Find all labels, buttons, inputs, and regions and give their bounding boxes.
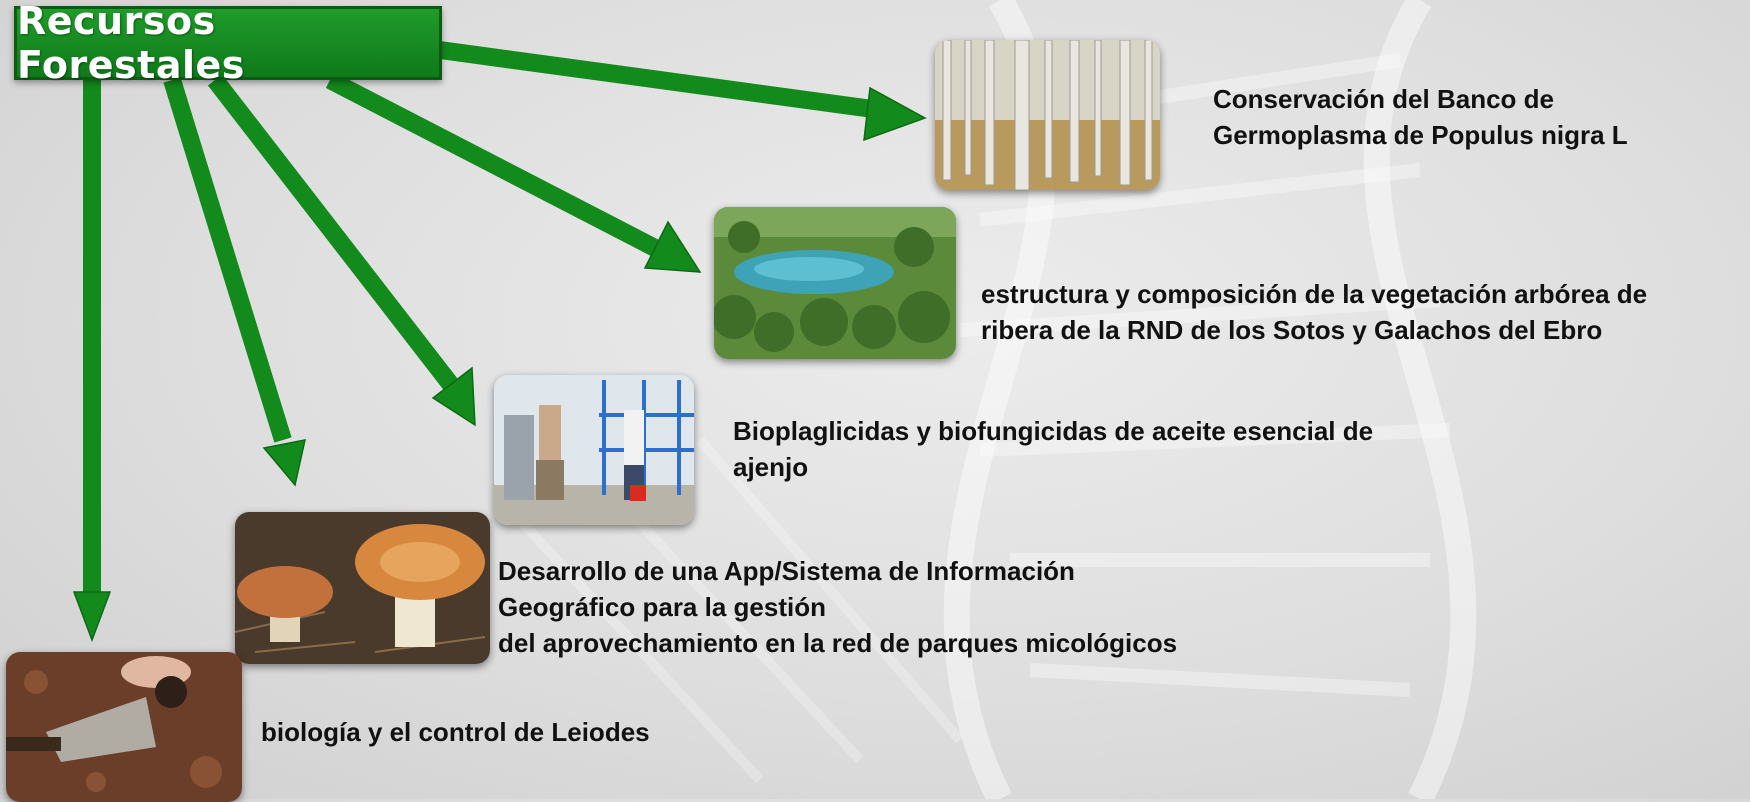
caption-line: del aprovechamiento en la red de parques… — [498, 628, 1178, 658]
caption-leiodes: biología y el control de Leiodes — [261, 714, 650, 750]
arrow-to-populus — [438, 41, 927, 142]
caption-line: Bioplaglicidas y biofungicidas de aceite… — [733, 416, 1374, 446]
arrow-to-leiodes — [72, 80, 112, 643]
poplar-forest-photo — [935, 40, 1160, 190]
caption-line: Desarrollo de una App/Sistema de Informa… — [498, 556, 1075, 586]
caption-line: estructura y composición de la vegetació… — [981, 279, 1648, 309]
caption-bioplaguicidas: Bioplaglicidas y biofungicidas de aceite… — [733, 413, 1373, 485]
river-lake-photo — [714, 207, 956, 359]
caption-populus: Conservación del Banco de Germoplasma de… — [1213, 81, 1628, 153]
page-title: Recursos Forestales — [17, 0, 245, 87]
caption-micologia: Desarrollo de una App/Sistema de Informa… — [498, 553, 1177, 661]
arrow-to-bioplaguicidas — [207, 74, 476, 427]
caption-ribera: estructura y composición de la vegetació… — [981, 276, 1647, 348]
caption-line: Germoplasma de Populus nigra L — [1213, 120, 1628, 150]
caption-line: Geográfico para la gestión — [498, 592, 826, 622]
arrow-to-micologia — [163, 77, 306, 487]
title-banner: Recursos Forestales — [14, 0, 442, 87]
arrow-to-ribera — [325, 72, 702, 273]
caption-line: ajenjo — [733, 452, 809, 482]
truffle-dig-photo — [6, 652, 242, 802]
caption-line: biología y el control de Leiodes — [261, 717, 650, 747]
lab-distillation-photo — [494, 375, 694, 525]
caption-line: ribera de la RND de los Sotos y Galachos… — [981, 315, 1603, 345]
caption-line: Conservación del Banco de — [1213, 84, 1554, 114]
mushroom-photo — [235, 512, 490, 664]
